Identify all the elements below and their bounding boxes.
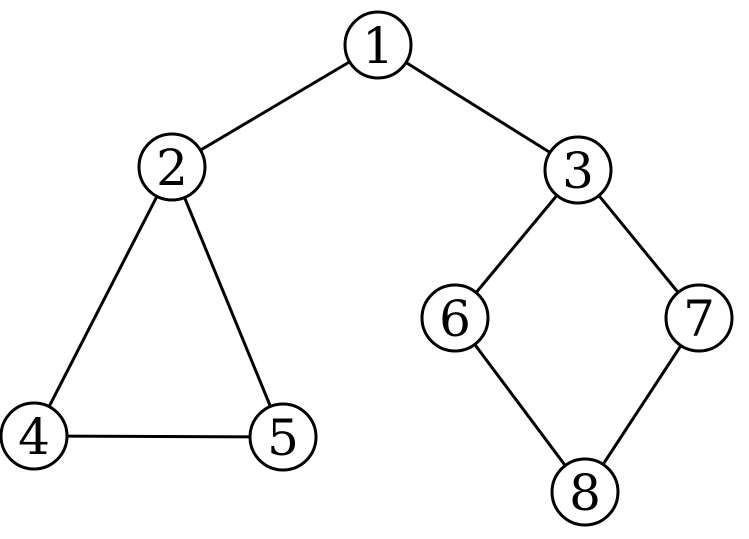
node-label: 5	[267, 409, 299, 467]
edge-4-5	[33, 434, 284, 439]
node-1: 1	[343, 10, 413, 80]
node-3: 3	[543, 135, 613, 205]
node-circle	[420, 283, 490, 353]
node-4: 4	[0, 401, 69, 471]
node-label: 6	[439, 290, 471, 348]
nodes-layer: 1 2 3 4 5 6 7 8	[0, 10, 734, 527]
node-label: 4	[18, 408, 50, 466]
edge-2-5	[170, 166, 285, 438]
node-7: 7	[664, 283, 734, 353]
edges-layer	[32, 43, 701, 493]
edge-1-2	[171, 43, 379, 169]
node-label: 7	[683, 290, 715, 348]
node-label: 3	[562, 142, 594, 200]
node-circle	[137, 132, 207, 202]
node-circle	[248, 402, 318, 472]
node-8: 8	[550, 457, 620, 527]
node-circle	[343, 10, 413, 80]
node-6: 6	[420, 283, 490, 353]
node-label: 8	[569, 464, 601, 522]
node-circle	[0, 401, 69, 471]
edge-1-3	[377, 43, 579, 172]
edge-2-4	[32, 166, 174, 437]
node-circle	[664, 283, 734, 353]
node-label: 2	[156, 139, 188, 197]
node-5: 5	[248, 402, 318, 472]
node-label: 1	[362, 17, 394, 75]
node-circle	[550, 457, 620, 527]
edge-7-8	[583, 317, 701, 493]
node-2: 2	[137, 132, 207, 202]
edge-6-8	[453, 317, 587, 493]
node-circle	[543, 135, 613, 205]
